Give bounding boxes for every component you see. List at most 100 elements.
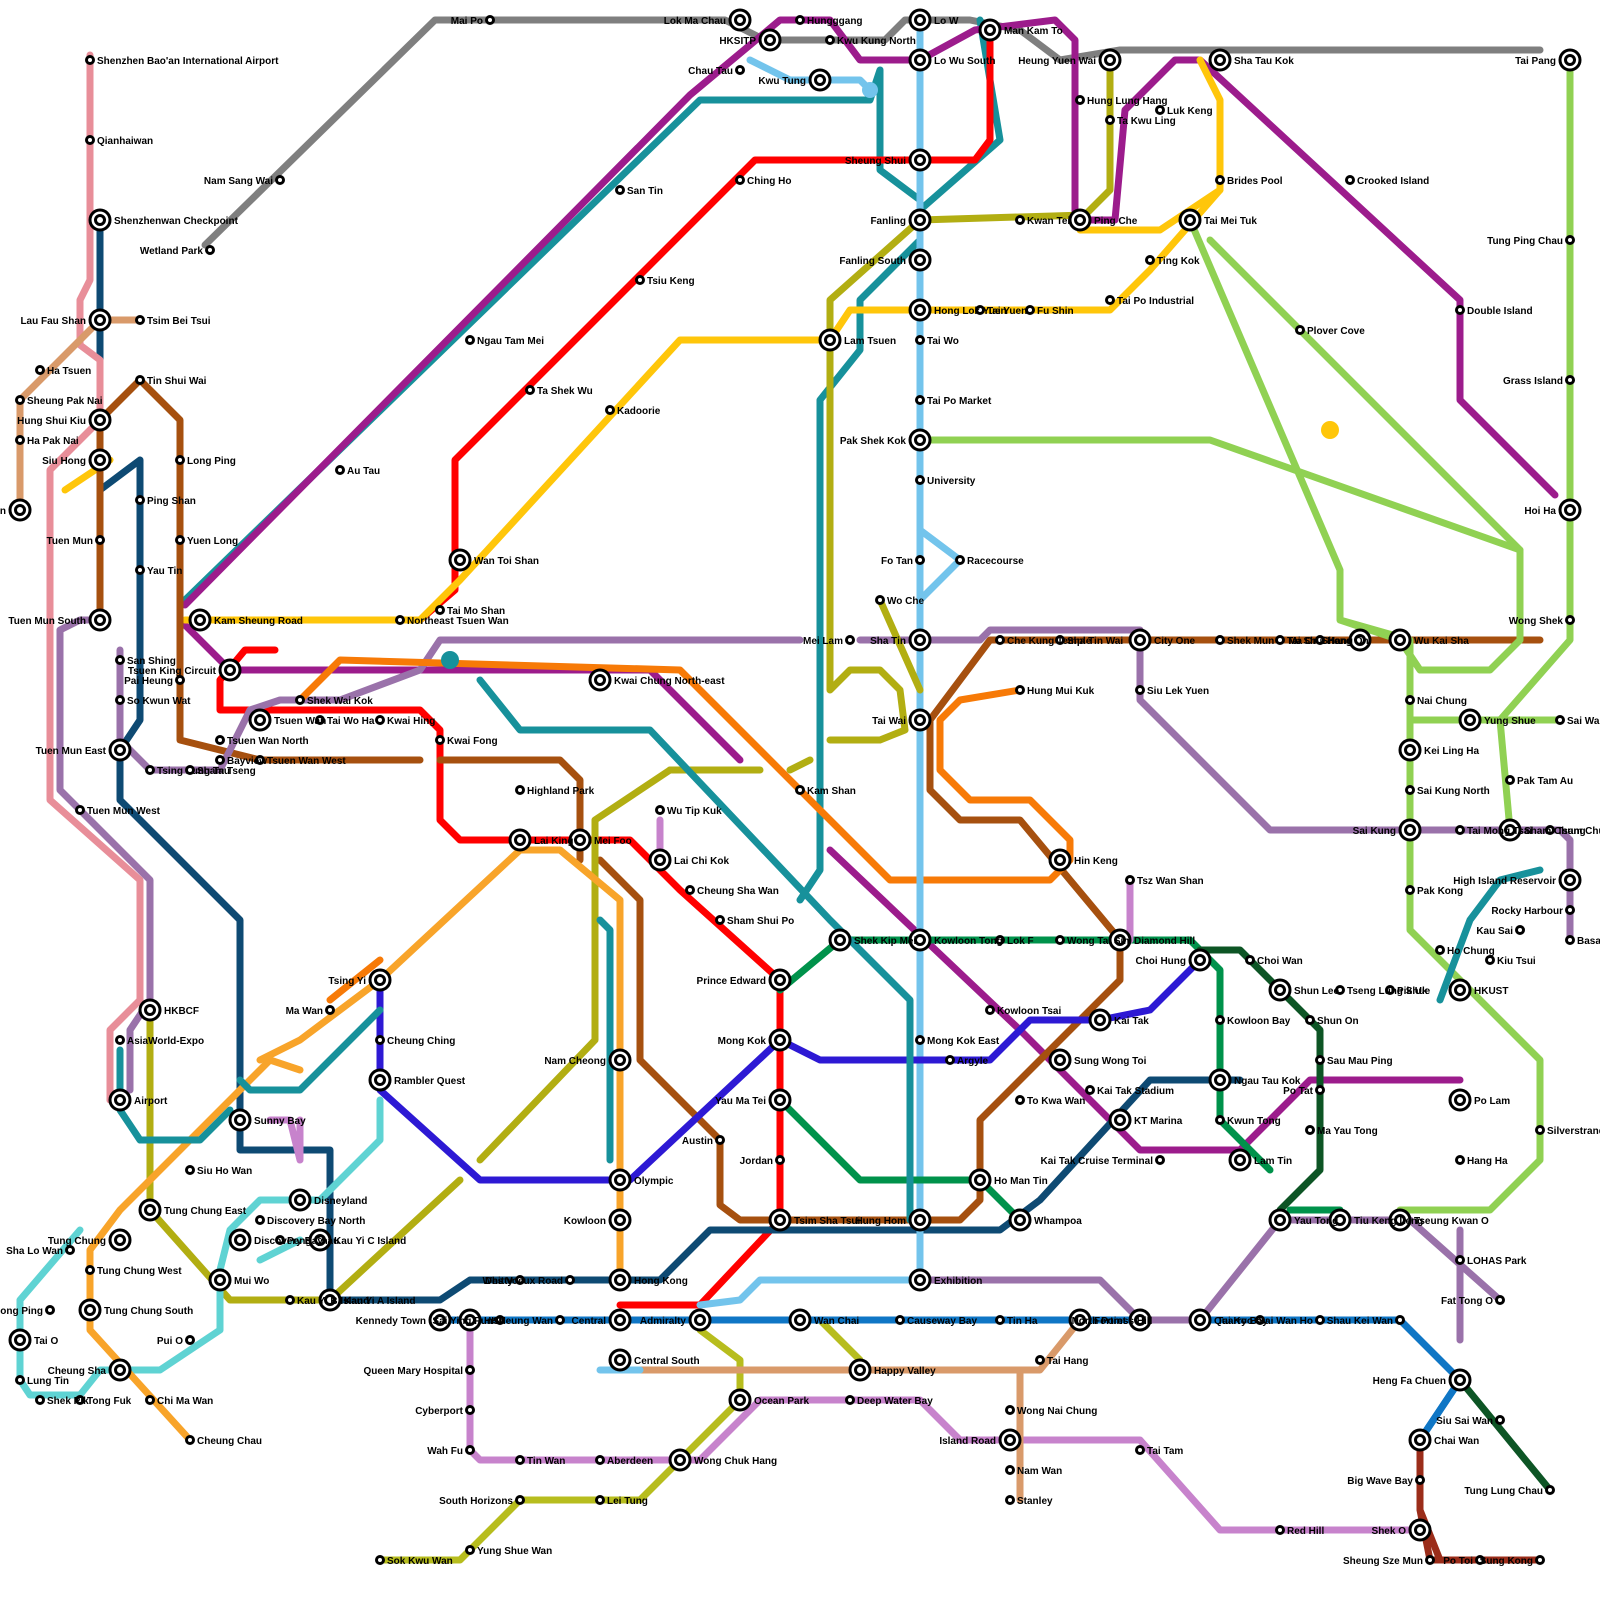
station-hkbcf[interactable] <box>138 998 162 1022</box>
station-mong-kok-east[interactable] <box>915 1035 925 1045</box>
station-tai-koo[interactable] <box>1255 1315 1265 1325</box>
station-heung-yuen-wai[interactable] <box>1098 48 1122 72</box>
station-sung-kong[interactable] <box>1535 1555 1545 1565</box>
station-kau-yi-c[interactable] <box>308 1228 332 1252</box>
station-lok-ma-chau[interactable] <box>728 8 752 32</box>
station-kwu-kung-north[interactable] <box>825 35 835 45</box>
station-tai-pang[interactable] <box>1558 48 1582 72</box>
station-sham-shui-po[interactable] <box>715 915 725 925</box>
station-sok-kwu-wan[interactable] <box>375 1555 385 1565</box>
station-ma-on-shan[interactable] <box>1348 628 1372 652</box>
station-lam-tsuen[interactable] <box>818 328 842 352</box>
station-tuen-mun-west[interactable] <box>75 805 85 815</box>
station-wu-tip-kuk[interactable] <box>655 805 665 815</box>
station-brides-pool[interactable] <box>1215 175 1225 185</box>
station-chi-ma-wan[interactable] <box>145 1395 155 1405</box>
station-shek-o[interactable] <box>1408 1518 1432 1542</box>
station-tsuen-wan[interactable] <box>248 708 272 732</box>
station-shenzhen-baoan[interactable] <box>85 55 95 65</box>
station-pik-uk[interactable] <box>1385 985 1395 995</box>
station-tin-shui-wai[interactable] <box>135 375 145 385</box>
station-grass-island[interactable] <box>1565 375 1575 385</box>
station-whitty[interactable] <box>515 1275 525 1285</box>
station-to-kwa-wan[interactable] <box>1015 1095 1025 1105</box>
station-sau-mau-ping[interactable] <box>1315 1055 1325 1065</box>
station-lohas-park[interactable] <box>1455 1255 1465 1265</box>
station-lok-fu[interactable] <box>995 935 1005 945</box>
station-hung-hom[interactable] <box>908 1208 932 1232</box>
station-heng-on[interactable] <box>1315 635 1325 645</box>
station-tai-mong-tsai[interactable] <box>1455 825 1465 835</box>
station-sai-kung-north[interactable] <box>1405 785 1415 795</box>
station-kadoorie[interactable] <box>605 405 615 415</box>
station-kwai-fong[interactable] <box>435 735 445 745</box>
station-so-kwun-wat[interactable] <box>115 695 125 705</box>
station-shek-pik[interactable] <box>35 1395 45 1405</box>
station-sha-tin-wai[interactable] <box>1055 635 1065 645</box>
station-admiralty[interactable] <box>688 1308 712 1332</box>
station-stanley[interactable] <box>1005 1495 1015 1505</box>
station-tung-chung-south[interactable] <box>78 1298 102 1322</box>
station-basalt-island[interactable] <box>1565 935 1575 945</box>
station-wan-chai[interactable] <box>788 1308 812 1332</box>
station-kowloon-tsai[interactable] <box>985 1005 995 1015</box>
station-tai-wo[interactable] <box>915 335 925 345</box>
station-lei-tung[interactable] <box>595 1495 605 1505</box>
station-po-lam[interactable] <box>1448 1088 1472 1112</box>
station-silverstrand[interactable] <box>1535 1125 1545 1135</box>
station-lo-w[interactable] <box>908 8 932 32</box>
station-asiaworld[interactable] <box>115 1035 125 1045</box>
station-wan-toi-shan[interactable] <box>448 548 472 572</box>
station-tung-chung-west[interactable] <box>85 1265 95 1275</box>
station-yung-shue-wan[interactable] <box>465 1545 475 1555</box>
station-tuen-mun-east[interactable] <box>108 738 132 762</box>
station-ngau-tau-kok[interactable] <box>1208 1068 1232 1092</box>
station-discovery-bay-north[interactable] <box>255 1215 265 1225</box>
station-pak-shek-kok[interactable] <box>908 428 932 452</box>
station-central[interactable] <box>608 1308 632 1332</box>
station-mei-foo[interactable] <box>568 828 592 852</box>
station-kam-sheung-road[interactable] <box>188 608 212 632</box>
station-lam-tin[interactable] <box>1228 1148 1252 1172</box>
station-north-point[interactable] <box>1128 1308 1152 1332</box>
station-tsim-sha-tsui[interactable] <box>768 1208 792 1232</box>
station-sheung-sze-mun[interactable] <box>1425 1555 1435 1565</box>
station-discovery-bay[interactable] <box>228 1228 252 1252</box>
station-tsiu-keng[interactable] <box>635 275 645 285</box>
station-tsing-yi[interactable] <box>368 968 392 992</box>
station-kai-tak-stadium[interactable] <box>1085 1085 1095 1095</box>
station-crooked-island[interactable] <box>1345 175 1355 185</box>
station-yau-tong[interactable] <box>1268 1208 1292 1232</box>
station-ping-shan[interactable] <box>135 495 145 505</box>
station-wong-shek[interactable] <box>1565 615 1575 625</box>
station-hkust[interactable] <box>1448 978 1472 1002</box>
station-kau-yi-a[interactable] <box>318 1288 342 1312</box>
station-ho-man-tin[interactable] <box>968 1168 992 1192</box>
station-city-one[interactable] <box>1128 628 1152 652</box>
station-tsuen-wan-west[interactable] <box>255 755 265 765</box>
station-cheung-sha-wan[interactable] <box>685 885 695 895</box>
station-fu-shin[interactable] <box>1025 305 1035 315</box>
station-kennedy-town[interactable] <box>428 1308 452 1332</box>
station-nam-cheong[interactable] <box>608 1048 632 1072</box>
station-tuen-mun-south[interactable] <box>88 608 112 632</box>
station-pui-o[interactable] <box>185 1335 195 1345</box>
station-mei-lam[interactable] <box>845 635 855 645</box>
station-sai-ying-pun[interactable] <box>495 1315 505 1325</box>
station-exhibition[interactable] <box>908 1268 932 1292</box>
station-choi-hung[interactable] <box>1188 948 1212 972</box>
station-nam-sang-wai[interactable] <box>275 175 285 185</box>
station-hong-lok-yuen[interactable] <box>908 298 932 322</box>
station-tsim-bei-tsui[interactable] <box>135 315 145 325</box>
station-sheung-wan[interactable] <box>555 1315 565 1325</box>
station-sheung-shui[interactable] <box>908 148 932 172</box>
station-kowloon[interactable] <box>608 1208 632 1232</box>
station-kt-marina[interactable] <box>1108 1108 1132 1132</box>
station-tsing-lung-tau[interactable] <box>145 765 155 775</box>
station-siu-ho-wan[interactable] <box>185 1165 195 1175</box>
station-heng-fa-chuen[interactable] <box>1448 1368 1472 1392</box>
station-rambler-quest[interactable] <box>368 1068 392 1092</box>
station-ha-pak-nai[interactable] <box>15 435 25 445</box>
station-choi-wan[interactable] <box>1245 955 1255 965</box>
station-siu-lek-yuen[interactable] <box>1135 685 1145 695</box>
